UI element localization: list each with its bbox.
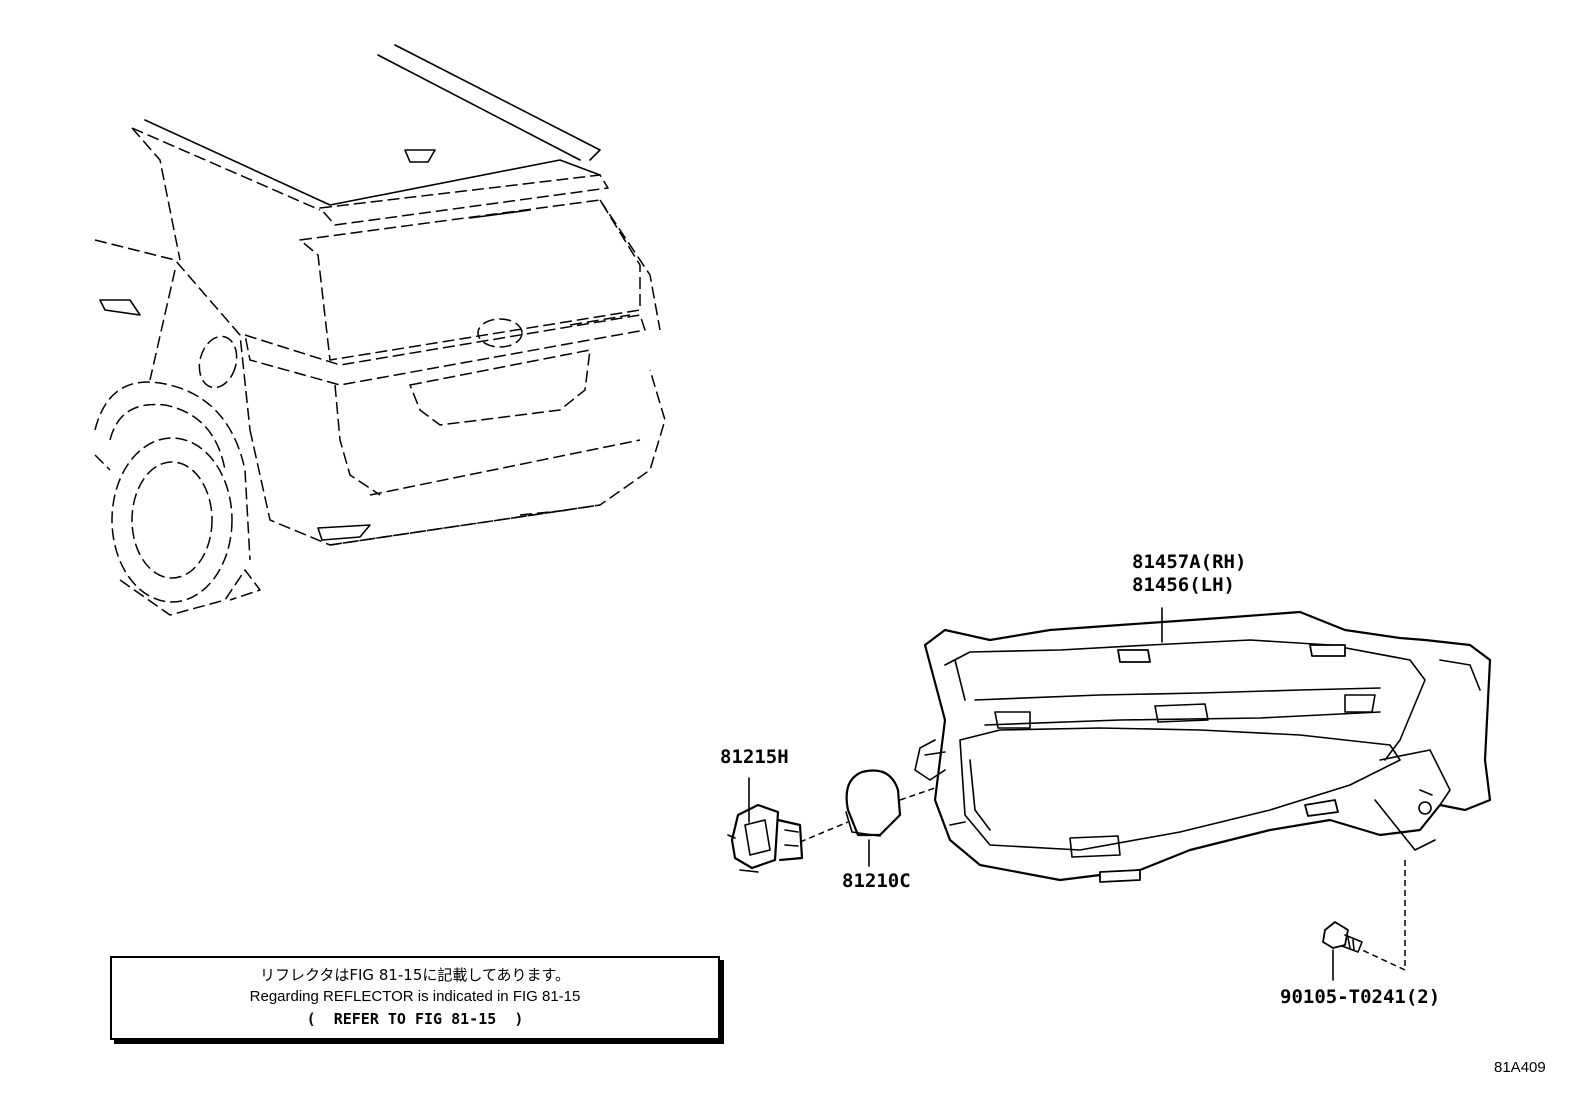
part-label-rear-lamp-lh: 81456(LH) (1132, 574, 1235, 596)
part-label-screw: 90105-T0241(2) (1280, 986, 1440, 1008)
note-line-english: Regarding REFLECTOR is indicated in FIG … (249, 988, 581, 1005)
figure-code: 81A409 (1494, 1059, 1546, 1076)
leader-lines (748, 607, 1406, 981)
screw-illustration (1322, 921, 1363, 953)
rear-lamp-assembly (914, 610, 1492, 883)
reflector-note-box: リフレクタはFIG 81-15に記載してあります。 Regarding REFL… (110, 956, 720, 1040)
socket-illustration (727, 803, 804, 873)
part-label-bulb: 81210C (842, 870, 911, 892)
part-label-socket: 81215H (720, 746, 789, 768)
note-line-japanese: リフレクタはFIG 81-15に記載してあります。 (259, 966, 571, 984)
part-label-rear-lamp-rh: 81457A(RH) (1132, 551, 1246, 573)
vehicle-rear-illustration (94, 44, 666, 616)
bulb-illustration (845, 769, 902, 837)
note-line-reference: ( REFER TO FIG 81-15 ) (306, 1010, 524, 1028)
